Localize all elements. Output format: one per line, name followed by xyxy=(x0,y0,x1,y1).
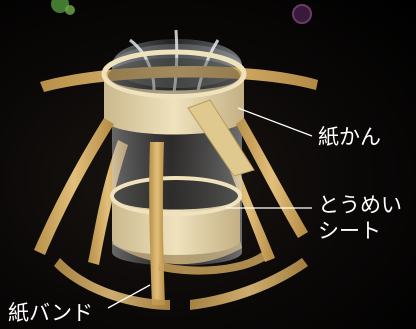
clear-sheet-label-line1: とうめい xyxy=(318,193,402,217)
leaf-decoration xyxy=(51,0,75,15)
leader-lines xyxy=(107,107,313,309)
paper-band-front-diagonal xyxy=(187,99,255,177)
clear-sheet-label: とうめい シート xyxy=(318,192,402,244)
paper-can-lower-ring xyxy=(110,176,242,255)
paper-can-label: 紙かん xyxy=(318,125,381,149)
paper-band-label: 紙バンド xyxy=(8,301,94,325)
paper-band-leader xyxy=(107,284,151,309)
bead-decoration xyxy=(292,4,312,24)
paper-can-leader xyxy=(237,107,313,137)
paper-band-top-strip xyxy=(40,65,318,92)
clear-sheet-label-line2: シート xyxy=(318,219,381,243)
